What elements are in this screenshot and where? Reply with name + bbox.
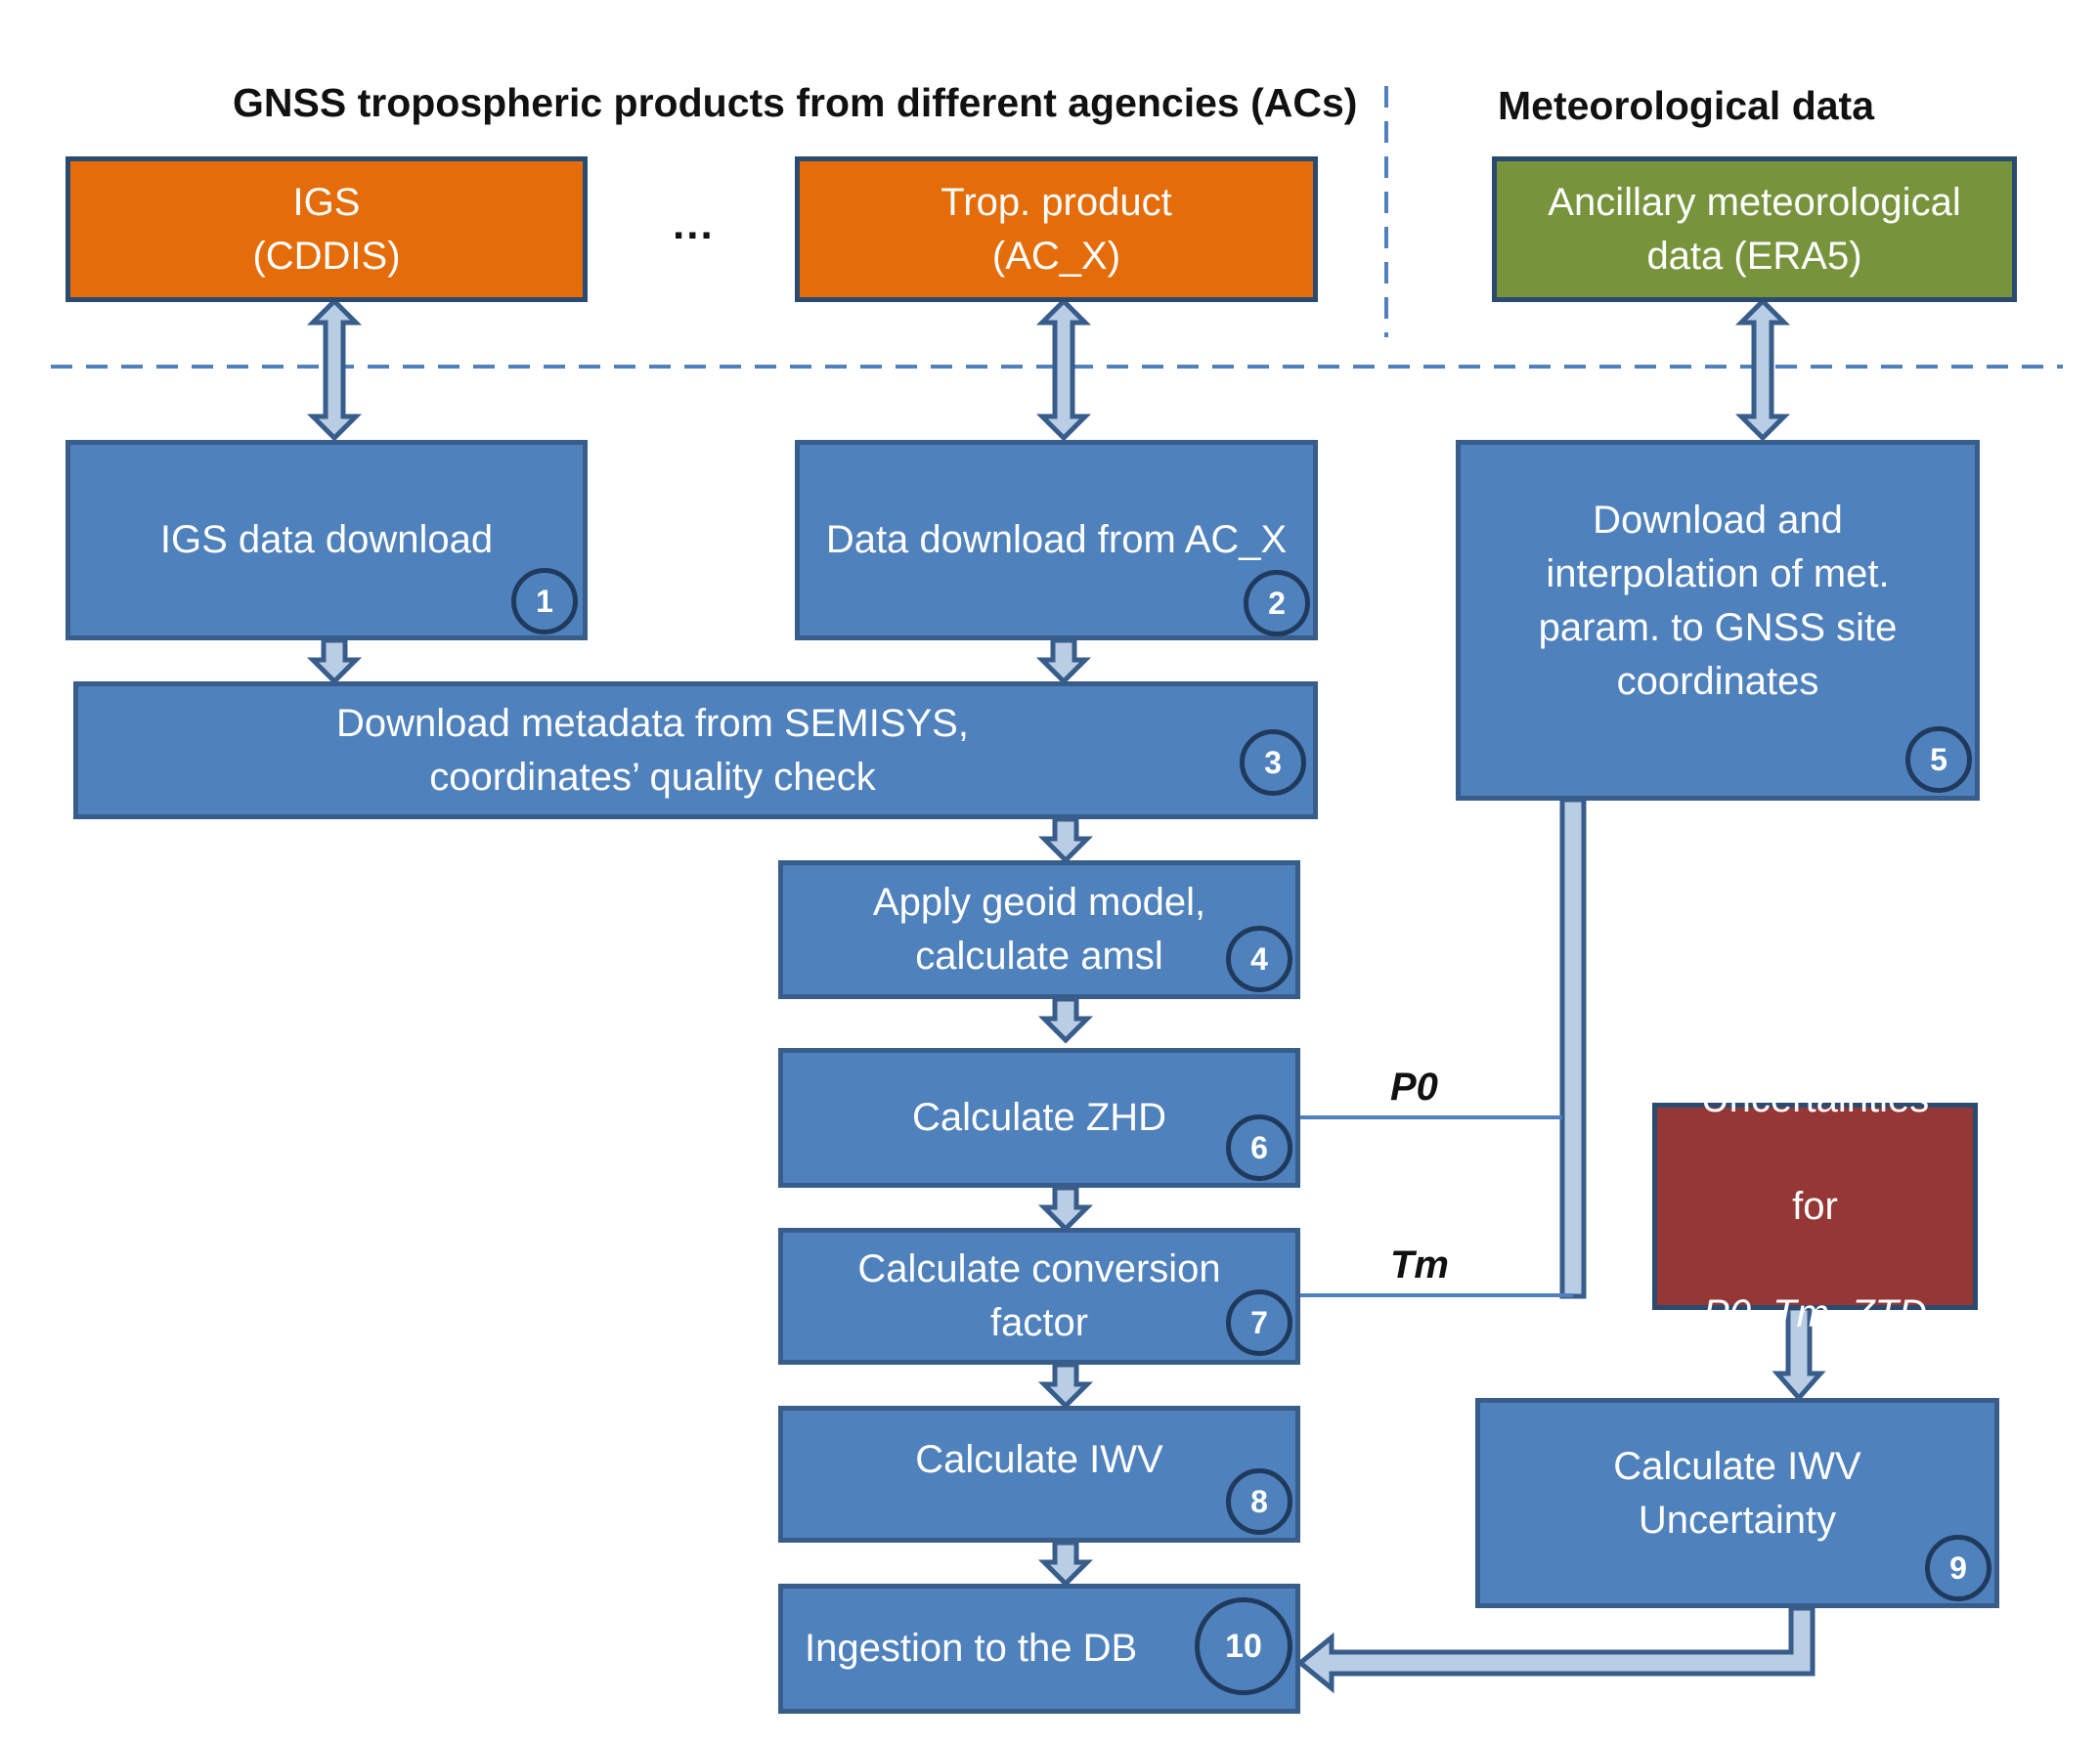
step-7-box: Calculate conversion factor — [778, 1228, 1300, 1365]
step-4-label: Apply geoid model, calculate amsl — [872, 881, 1206, 978]
step-9-box: Calculate IWV Uncertainty — [1475, 1398, 1999, 1608]
sources-ellipsis: ... — [673, 200, 715, 248]
igs-source-label: IGS (CDDIS) — [252, 180, 401, 278]
step-3-label: Download metadata from SEMISYS, coordina… — [336, 701, 969, 799]
connector-5-vertical — [1559, 797, 1587, 1299]
arrow-8-to-10 — [1044, 1543, 1087, 1584]
step-4-box: Apply geoid model, calculate amsl — [778, 860, 1300, 999]
trop-source-label: Trop. product (AC_X) — [941, 180, 1172, 278]
step-6-label: Calculate ZHD — [911, 1096, 1167, 1139]
ancillary-double-arrow — [1741, 301, 1784, 438]
igs-source-box: IGS (CDDIS) — [66, 156, 588, 302]
arrow-2-to-3 — [1042, 640, 1085, 681]
step-3-badge: 3 — [1240, 729, 1306, 796]
p0-label: P0 — [1390, 1066, 1438, 1109]
uncertainties-line-1: Uncertainties — [1700, 1076, 1930, 1120]
uncertainties-line-2: for — [1792, 1184, 1838, 1228]
step-8-box: Calculate IWV — [778, 1406, 1300, 1543]
step-5-badge: 5 — [1905, 726, 1972, 793]
tm-label: Tm — [1390, 1243, 1449, 1287]
step-1-label: IGS data download — [159, 518, 494, 561]
uncertainties-line-3: P0, Tm, ZTD — [1703, 1291, 1927, 1335]
arrow-7-to-8 — [1044, 1365, 1087, 1406]
step-5-label: Download and interpolation of met. param… — [1538, 498, 1898, 703]
step-4-badge: 4 — [1226, 926, 1292, 992]
step-1-box: IGS data download — [66, 440, 588, 640]
step-5-box: Download and interpolation of met. param… — [1456, 440, 1980, 801]
step-8-badge: 8 — [1226, 1468, 1292, 1535]
step-10-label: Ingestion to the DB — [805, 1627, 1138, 1670]
step-7-label: Calculate conversion factor — [857, 1247, 1221, 1344]
step-6-box: Calculate ZHD — [778, 1048, 1300, 1188]
ancillary-source-box: Ancillary meteorological data (ERA5) — [1492, 156, 2017, 302]
step-9-label: Calculate IWV Uncertainty — [1613, 1444, 1861, 1542]
step-2-box: Data download from AC_X — [795, 440, 1318, 640]
step-8-label: Calculate IWV — [915, 1437, 1163, 1481]
meteo-heading: Meteorological data — [1498, 83, 1875, 128]
uncertainties-label: Uncertainties for P0, Tm, ZTD — [1701, 1019, 1929, 1395]
igs-double-arrow — [313, 301, 356, 438]
arrow-6-to-7 — [1044, 1188, 1087, 1229]
arrow-4-to-6 — [1044, 999, 1087, 1040]
gnss-heading: GNSS tropospheric products from differen… — [233, 80, 1358, 125]
step-6-badge: 6 — [1226, 1114, 1292, 1181]
step-1-badge: 1 — [511, 568, 578, 634]
trop-double-arrow — [1042, 301, 1085, 438]
step-2-label: Data download from AC_X — [825, 518, 1288, 561]
uncertainties-box: Uncertainties for P0, Tm, ZTD — [1652, 1077, 1978, 1335]
step-7-badge: 7 — [1226, 1289, 1292, 1356]
step-3-box: Download metadata from SEMISYS, coordina… — [73, 681, 1318, 819]
step-9-badge: 9 — [1925, 1535, 1991, 1601]
step-2-badge: 2 — [1244, 570, 1310, 636]
arrow-uncert-to-9 — [1772, 1305, 1826, 1402]
arrow-9-to-10 — [1296, 1605, 1816, 1694]
trop-source-box: Trop. product (AC_X) — [795, 156, 1318, 302]
arrow-3-to-4 — [1044, 819, 1087, 860]
arrow-1-to-3 — [313, 640, 356, 681]
step-10-badge: 10 — [1195, 1597, 1292, 1695]
ancillary-source-label: Ancillary meteorological data (ERA5) — [1548, 180, 1961, 278]
